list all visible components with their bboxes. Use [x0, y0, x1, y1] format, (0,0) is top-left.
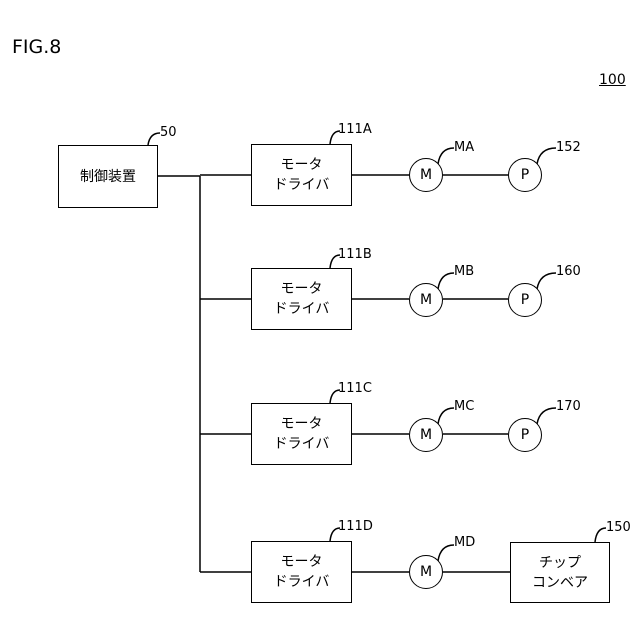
driver-label-line2: ドライバ [274, 175, 330, 195]
motor-reference: MC [454, 399, 474, 414]
conveyor-reference: 150 [606, 520, 631, 535]
pump-152: P [508, 158, 542, 192]
conveyor-label-line2: コンベア [532, 573, 588, 593]
driver-reference: 111B [338, 247, 372, 262]
pump-leader [537, 148, 556, 164]
motor-ma: M [409, 158, 443, 192]
motor-reference: MB [454, 264, 474, 279]
motor-leader [438, 408, 454, 424]
controller-box: 制御装置 [58, 145, 158, 208]
driver-reference: 111C [338, 381, 372, 396]
chip-conveyor-box: チップ コンベア [510, 542, 610, 603]
motor-symbol: M [420, 564, 432, 580]
motor-driver-111c: モータ ドライバ [251, 403, 352, 465]
pump-symbol: P [521, 427, 529, 443]
motor-driver-111a: モータ ドライバ [251, 144, 352, 206]
conveyor-leader [595, 528, 606, 542]
motor-leader [438, 273, 454, 289]
driver-reference: 111D [338, 519, 373, 534]
motor-reference: MD [454, 535, 475, 550]
conveyor-label-line1: チップ [539, 553, 581, 573]
motor-md: M [409, 555, 443, 589]
driver-label-line1: モータ [281, 279, 323, 299]
pump-reference: 170 [556, 399, 581, 414]
motor-symbol: M [420, 292, 432, 308]
motor-mc: M [409, 418, 443, 452]
motor-driver-111b: モータ ドライバ [251, 268, 352, 330]
system-reference-number: 100 [599, 72, 626, 88]
driver-label-line2: ドライバ [274, 299, 330, 319]
controller-label: 制御装置 [80, 167, 136, 187]
pump-symbol: P [521, 292, 529, 308]
controller-leader [148, 133, 160, 145]
motor-leader [438, 148, 454, 164]
motor-symbol: M [420, 427, 432, 443]
controller-reference: 50 [160, 125, 177, 140]
motor-reference: MA [454, 140, 474, 155]
driver-label-line2: ドライバ [274, 572, 330, 592]
pump-symbol: P [521, 167, 529, 183]
driver-label-line1: モータ [281, 155, 323, 175]
motor-mb: M [409, 283, 443, 317]
pump-reference: 152 [556, 140, 581, 155]
figure-label: FIG.8 [12, 36, 61, 58]
motor-symbol: M [420, 167, 432, 183]
pump-reference: 160 [556, 264, 581, 279]
motor-leader [438, 545, 454, 561]
pump-170: P [508, 418, 542, 452]
driver-reference: 111A [338, 122, 372, 137]
driver-label-line1: モータ [281, 414, 323, 434]
pump-leader [537, 408, 556, 424]
driver-label-line1: モータ [281, 552, 323, 572]
motor-driver-111d: モータ ドライバ [251, 541, 352, 603]
pump-160: P [508, 283, 542, 317]
driver-label-line2: ドライバ [274, 434, 330, 454]
pump-leader [537, 273, 556, 289]
